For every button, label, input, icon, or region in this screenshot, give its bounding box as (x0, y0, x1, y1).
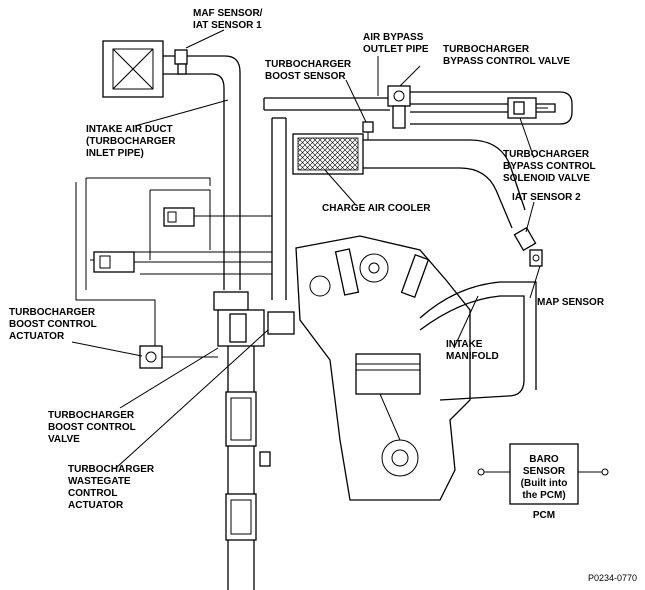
label-iat-sensor-2: IAT SENSOR 2 (512, 192, 581, 203)
label-line: the PCM) (522, 490, 565, 501)
label-line: AIR BYPASS (363, 32, 424, 43)
label-bypass-solenoid: TURBOCHARGER BYPASS CONTROL SOLENOID VAL… (503, 149, 596, 184)
label-line: OUTLET PIPE (363, 44, 429, 55)
bypass-solenoid-valve (507, 97, 548, 119)
label-charge-air-cooler: CHARGE AIR COOLER (322, 203, 431, 214)
label-line: MAF SENSOR/ (193, 8, 263, 19)
label-line: BOOST CONTROL (9, 319, 97, 330)
label-baro-sensor: BARO SENSOR (Built into the PCM) (521, 454, 568, 501)
label-bypass-control-valve: TURBOCHARGER BYPASS CONTROL VALVE (443, 44, 570, 67)
intake-manifold (419, 281, 537, 401)
label-line: ACTUATOR (9, 331, 65, 342)
label-intake-air-duct: INTAKE AIR DUCT (TURBOCHARGER INLET PIPE… (86, 124, 176, 159)
label-line: WASTEGATE (68, 476, 131, 487)
label-line: BOOST CONTROL (48, 422, 136, 433)
label-line: (Built into (521, 478, 568, 489)
intake-air-duct (163, 49, 241, 290)
label-line: P0234-0770 (588, 573, 637, 583)
label-line: INLET PIPE) (86, 148, 144, 159)
figure-id: P0234-0770 (588, 573, 637, 583)
boost-sensor (362, 121, 374, 140)
label-line: TURBOCHARGER (443, 44, 530, 55)
label-line: TURBOCHARGER (265, 59, 352, 70)
label-wastegate-actuator: TURBOCHARGER WASTEGATE CONTROL ACTUATOR (68, 464, 155, 511)
label-line: TURBOCHARGER (503, 149, 590, 160)
label-line: PCM (533, 510, 555, 521)
label-line: BYPASS CONTROL (503, 161, 596, 172)
label-boost-sensor: TURBOCHARGER BOOST SENSOR (265, 59, 352, 82)
label-map-sensor: MAP SENSOR (537, 297, 605, 308)
label-line: MANIFOLD (446, 351, 499, 362)
turbocharger (213, 291, 295, 347)
exhaust-system (225, 346, 271, 590)
label-line: BOOST SENSOR (265, 71, 346, 82)
label-line: TURBOCHARGER (48, 410, 135, 421)
label-line: VALVE (48, 434, 80, 445)
leader-lines (71, 29, 541, 469)
label-line: BARO (529, 454, 559, 465)
solenoid-upper (163, 207, 195, 227)
label-intake-manifold: INTAKE MANIFOLD (446, 339, 499, 362)
label-line: MAP SENSOR (537, 297, 605, 308)
engine-block (295, 235, 471, 501)
label-pcm: PCM (533, 510, 555, 521)
label-line: TURBOCHARGER (9, 307, 96, 318)
label-line: CONTROL (68, 488, 117, 499)
label-line: IAT SENSOR 2 (512, 192, 581, 203)
label-line: IAT SENSOR 1 (193, 20, 262, 31)
label-boost-control-actuator: TURBOCHARGER BOOST CONTROL ACTUATOR (9, 307, 97, 342)
label-line: INTAKE (446, 339, 483, 350)
label-boost-control-valve: TURBOCHARGER BOOST CONTROL VALVE (48, 410, 136, 445)
label-line: (TURBOCHARGER (86, 136, 176, 147)
label-line: CHARGE AIR COOLER (322, 203, 431, 214)
map-sensor (529, 249, 543, 267)
air-filter-box (102, 40, 164, 98)
label-air-bypass-outlet: AIR BYPASS OUTLET PIPE (363, 32, 429, 55)
label-line: BYPASS CONTROL VALVE (443, 56, 570, 67)
label-maf-sensor: MAF SENSOR/ IAT SENSOR 1 (193, 8, 263, 31)
boost-control-actuator (139, 345, 218, 369)
label-line: TURBOCHARGER (68, 464, 155, 475)
label-line: SOLENOID VALVE (503, 173, 590, 184)
label-line: INTAKE AIR DUCT (86, 124, 173, 135)
solenoid-lower (93, 251, 135, 273)
label-line: SENSOR (523, 466, 566, 477)
bypass-control-valve (387, 85, 411, 129)
label-line: ACTUATOR (68, 500, 124, 511)
charge-air-cooler (292, 133, 526, 229)
pcm-module (477, 443, 609, 505)
iat-sensor-2 (513, 226, 537, 252)
charge-air-piping (263, 91, 573, 300)
